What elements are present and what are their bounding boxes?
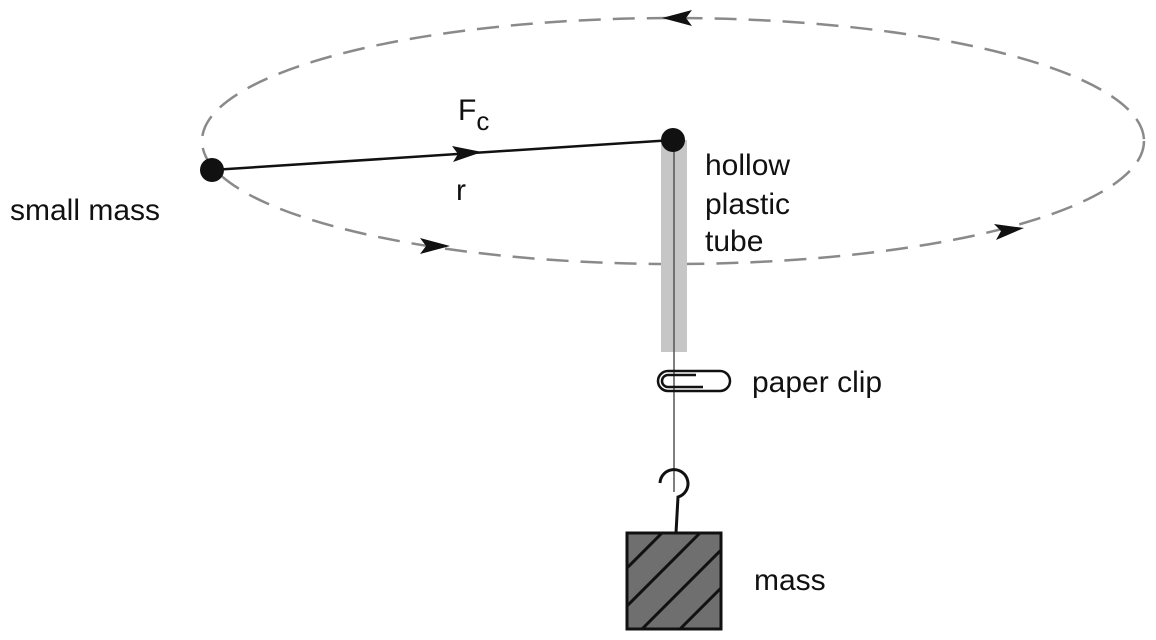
hanging-mass-hatching	[627, 533, 721, 629]
tube-label-line2: plastic	[705, 188, 790, 221]
force-arrow-head	[452, 146, 482, 162]
orbit-arrow-bottom-right	[994, 224, 1024, 240]
orbit-arrow-bottom-left	[420, 238, 450, 254]
radius-string	[211, 138, 674, 172]
small-mass-label: small mass	[10, 194, 160, 227]
hanging-mass	[625, 531, 723, 631]
small-mass	[200, 158, 224, 182]
radius-label: r	[456, 174, 466, 207]
orbit-arrow-top	[662, 10, 692, 26]
tube-label-line1: hollow	[705, 149, 790, 182]
paper-clip-label: paper clip	[752, 366, 882, 399]
force-subscript: c	[476, 106, 489, 136]
mass-label: mass	[754, 564, 826, 597]
tube-label-line3: tube	[705, 225, 763, 258]
orbit-path	[200, 16, 1146, 266]
force-label: Fc	[458, 94, 489, 136]
hook-icon	[658, 468, 690, 534]
tube-top-pivot	[661, 128, 685, 152]
paper-clip-icon	[656, 369, 732, 393]
